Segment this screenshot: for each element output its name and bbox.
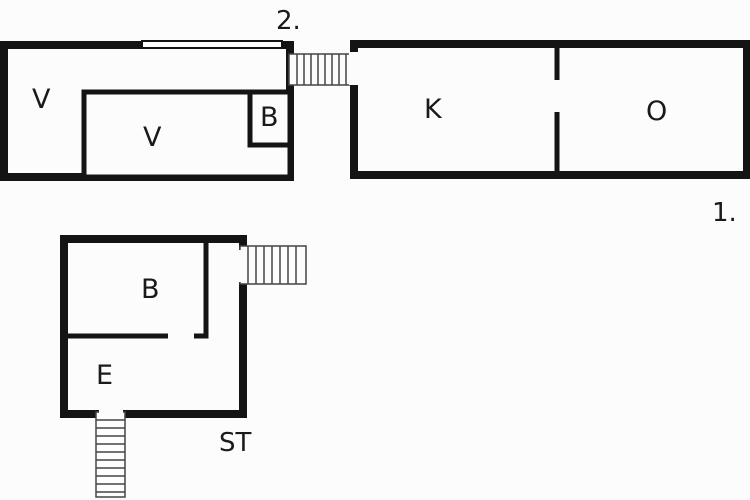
inner-wall-b-room [247, 89, 293, 148]
outer-wall-lower [60, 235, 247, 418]
room-label-upper-inner-v: V [143, 122, 162, 153]
floor-label-second: 2. [276, 6, 301, 36]
inner-wall-b-room-lower [64, 239, 209, 339]
window-top [141, 40, 283, 49]
outer-wall-upper-right [350, 40, 750, 179]
lower-block [60, 235, 247, 418]
room-label-lower-b: B [141, 274, 160, 305]
doorway-upper-right [349, 52, 359, 85]
room-label-upper-left-v: V [32, 84, 51, 115]
floor-label-basement: ST [219, 428, 252, 458]
floor-label-first: 1. [712, 198, 737, 228]
lower-right-stairs [239, 245, 307, 285]
upper-left-block [0, 40, 294, 181]
upper-stairs [288, 53, 354, 86]
room-label-upper-b: B [260, 102, 279, 133]
lower-bottom-stairs [95, 411, 126, 498]
room-label-k: K [424, 94, 442, 125]
room-label-o: O [646, 96, 668, 127]
room-label-e: E [96, 360, 114, 391]
upper-right-block [350, 40, 750, 179]
